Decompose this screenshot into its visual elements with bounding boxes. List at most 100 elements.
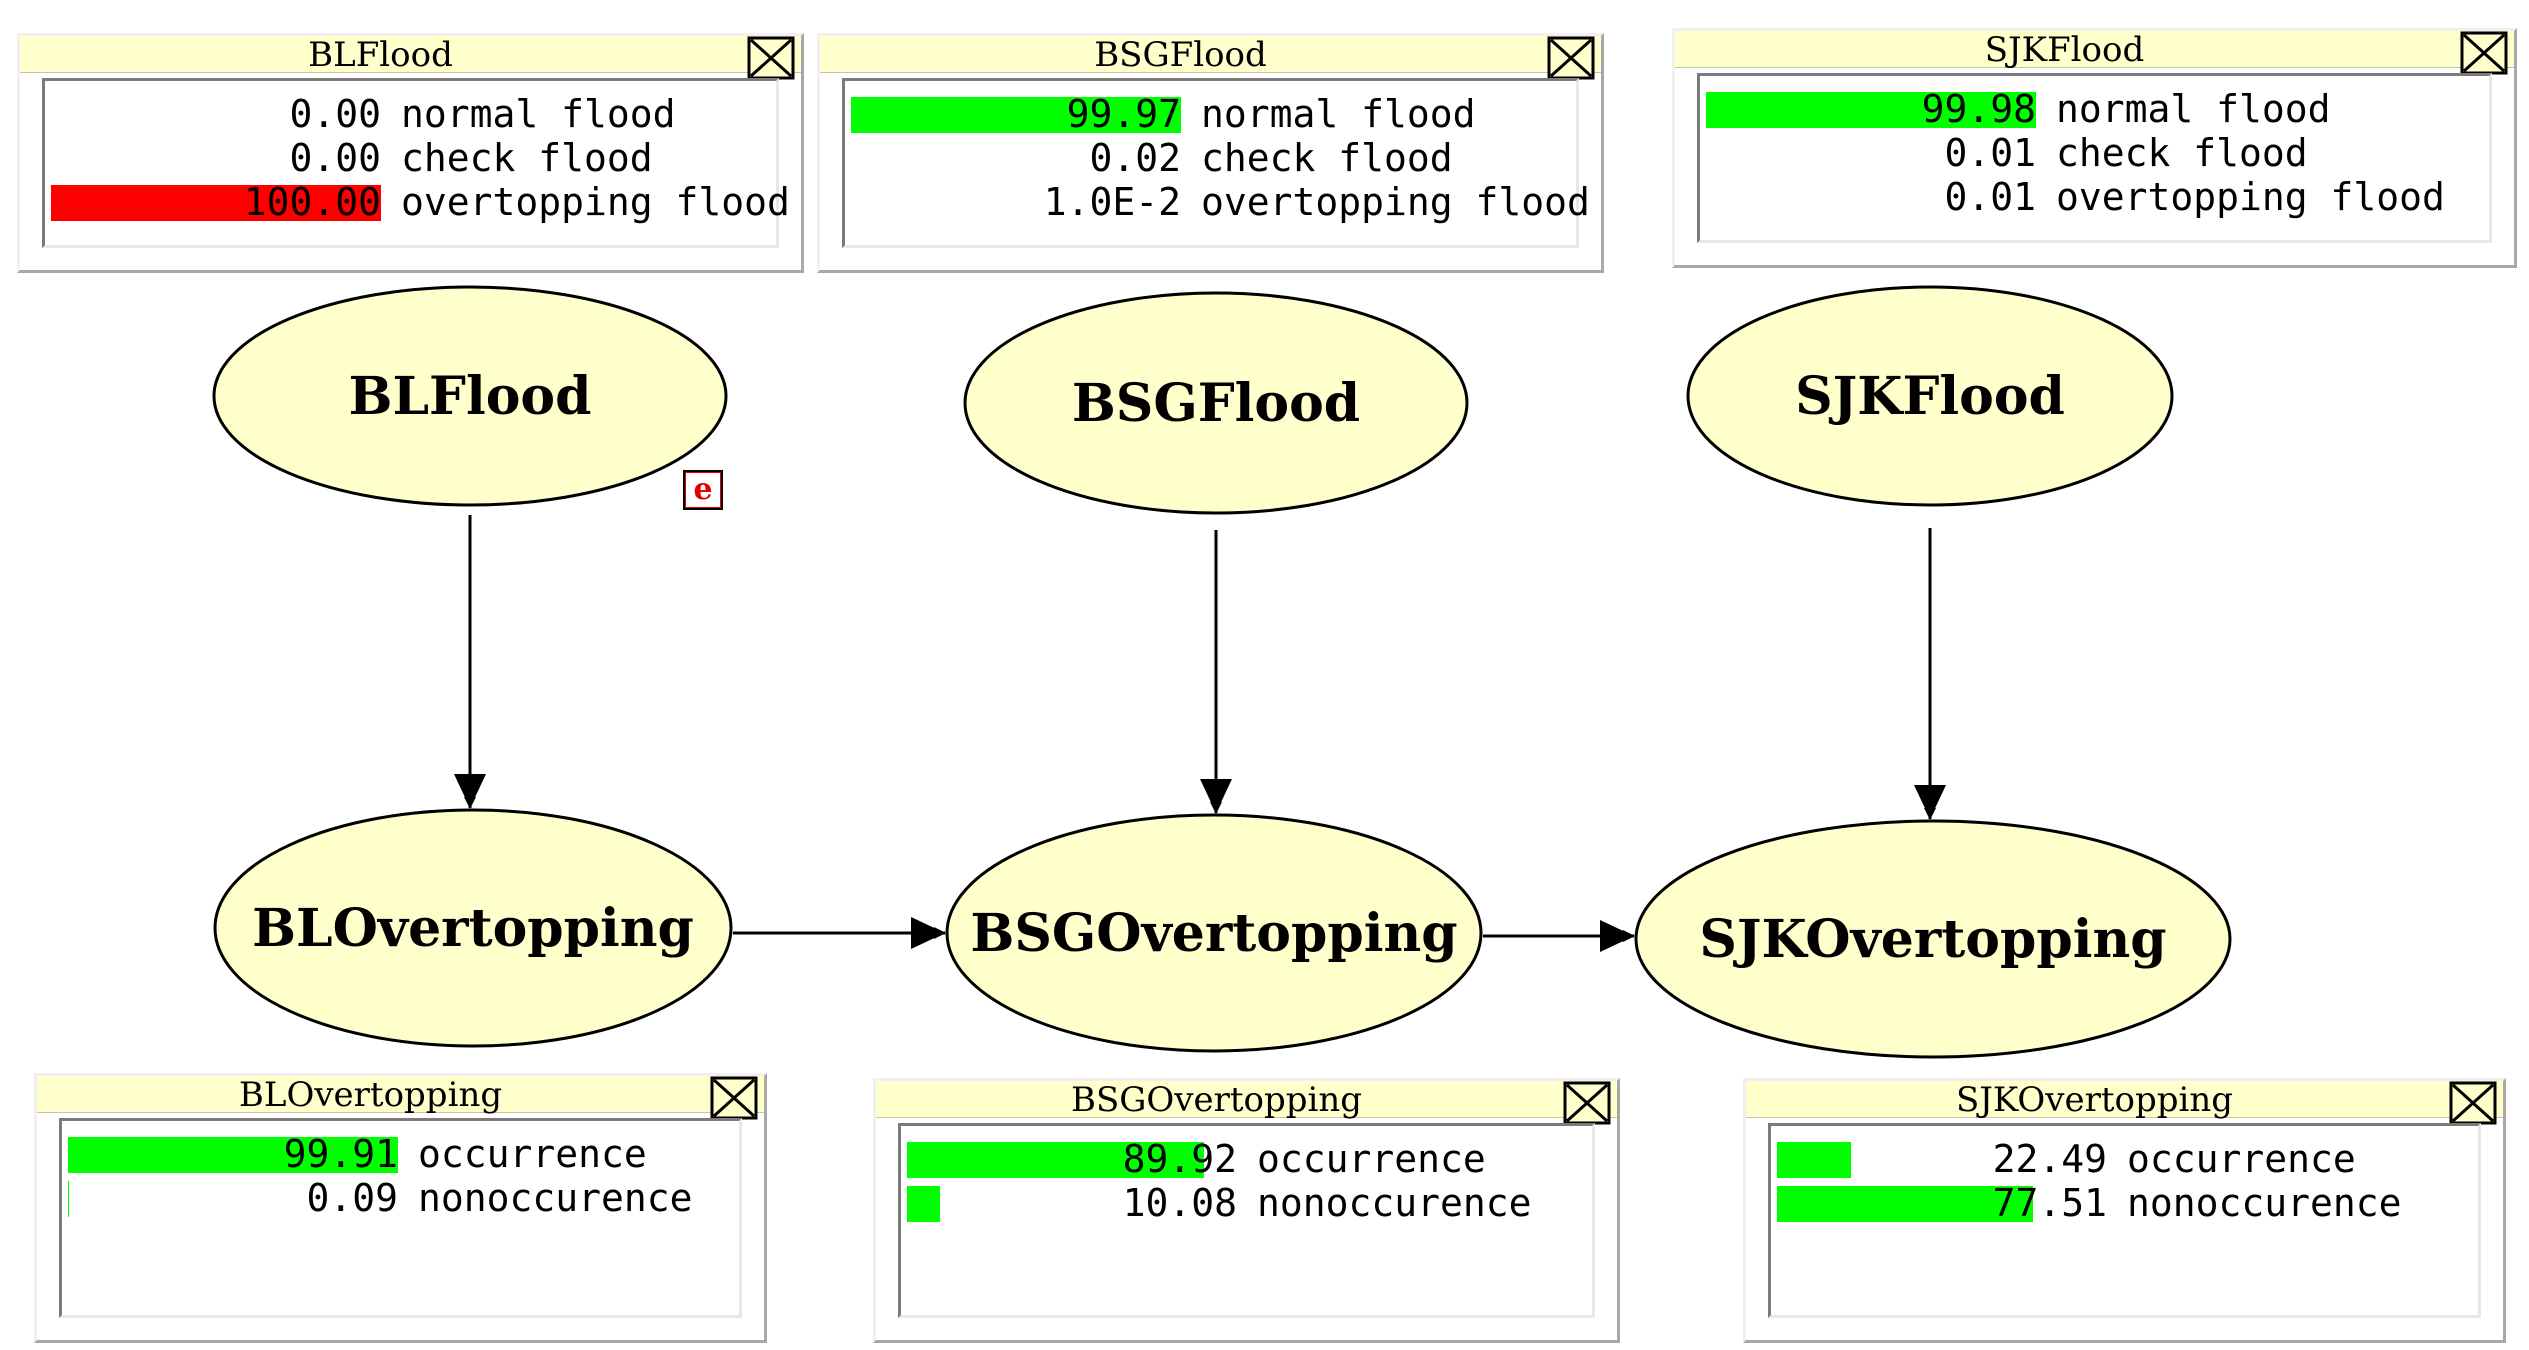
monitor-title: SJKFlood bbox=[1984, 30, 2145, 70]
arrowhead-bsgflood-to-bsgovertopping bbox=[1200, 779, 1232, 813]
belief-row-sjkovertopping: 22.49 occurrence bbox=[1777, 1138, 2470, 1180]
edges-layer bbox=[454, 515, 1946, 952]
belief-value: 99.98 bbox=[1921, 87, 2036, 131]
belief-row-blovertopping: 0.09 nonoccurence bbox=[68, 1177, 731, 1219]
close-icon[interactable] bbox=[2460, 31, 2508, 75]
monitor-body: 99.91 occurrence 0.09 nonoccurence bbox=[59, 1118, 742, 1318]
belief-value: 0.01 bbox=[1944, 175, 2036, 219]
monitor-window-sjkovertopping[interactable]: SJKOvertopping 22.49 occurrence 77.51 nonocc… bbox=[1743, 1078, 2506, 1343]
node-label-bsgovertopping: BSGOvertopping bbox=[970, 903, 1457, 964]
monitor-titlebar[interactable]: SJKFlood bbox=[1675, 30, 2514, 75]
belief-value: 0.01 bbox=[1944, 131, 2036, 175]
belief-bar bbox=[1777, 1186, 2033, 1222]
state-label: occurrence bbox=[2127, 1137, 2356, 1181]
belief-value: 99.97 bbox=[1066, 92, 1181, 136]
evidence-icon[interactable]: e bbox=[683, 470, 723, 510]
state-label: nonoccurence bbox=[418, 1176, 693, 1220]
node-label-blflood: BLFlood bbox=[349, 366, 592, 427]
state-label: overtopping flood bbox=[1201, 180, 1590, 224]
belief-row-sjkflood: 99.98 normal flood bbox=[1706, 88, 2481, 130]
belief-value: 0.02 bbox=[1089, 136, 1181, 180]
belief-value: 22.49 bbox=[1992, 1137, 2107, 1181]
monitor-window-blovertopping[interactable]: BLOvertopping 99.91 occurrence 0.09 nonoccur… bbox=[34, 1073, 767, 1343]
evidence-badge-label: e bbox=[685, 472, 721, 508]
node-ellipse-bsgovertopping[interactable] bbox=[945, 813, 1483, 1053]
node-label-sjkflood: SJKFlood bbox=[1795, 366, 2065, 427]
state-label: normal flood bbox=[401, 92, 676, 136]
state-label: nonoccurence bbox=[2127, 1181, 2402, 1225]
belief-value: 1.0E-2 bbox=[1043, 180, 1181, 224]
monitor-titlebar[interactable]: BSGOvertopping bbox=[876, 1080, 1617, 1125]
state-label: check flood bbox=[1201, 136, 1453, 180]
node-blflood[interactable]: BLFlood bbox=[212, 285, 728, 507]
belief-value: 10.08 bbox=[1122, 1181, 1237, 1225]
belief-value: 0.00 bbox=[289, 92, 381, 136]
belief-bar bbox=[68, 1137, 398, 1173]
node-blovertopping[interactable]: BLOvertopping bbox=[213, 808, 733, 1048]
state-label: nonoccurence bbox=[1257, 1181, 1532, 1225]
monitor-title: BLOvertopping bbox=[238, 1075, 503, 1115]
node-bsgovertopping[interactable]: BSGOvertopping bbox=[945, 813, 1483, 1053]
monitor-titlebar[interactable]: BSGFlood bbox=[820, 36, 1601, 80]
node-ellipse-blflood[interactable] bbox=[212, 285, 728, 507]
node-label-sjkovertopping: SJKOvertopping bbox=[1699, 909, 2166, 970]
state-label: overtopping flood bbox=[2056, 175, 2445, 219]
node-ellipse-bsgflood[interactable] bbox=[963, 291, 1469, 515]
belief-bar bbox=[907, 1142, 1204, 1178]
belief-bar bbox=[851, 97, 1181, 133]
close-icon[interactable] bbox=[2449, 1081, 2497, 1125]
node-sjkflood[interactable]: SJKFlood bbox=[1686, 285, 2174, 507]
node-ellipse-blovertopping[interactable] bbox=[213, 808, 733, 1048]
belief-row-bsgflood: 1.0E-2 overtopping flood bbox=[851, 180, 1590, 224]
monitor-window-bsgovertopping[interactable]: BSGOvertopping 89.92 occurrence 10.08 nonocc… bbox=[873, 1078, 1620, 1343]
belief-value: 89.92 bbox=[1122, 1137, 1237, 1181]
belief-row-bsgovertopping: 10.08 nonoccurence bbox=[907, 1182, 1584, 1224]
belief-bar bbox=[1777, 1142, 1852, 1178]
belief-row-sjkovertopping: 77.51 nonoccurence bbox=[1777, 1182, 2470, 1224]
monitor-title: BSGOvertopping bbox=[1070, 1080, 1363, 1120]
node-bsgflood[interactable]: BSGFlood bbox=[963, 291, 1469, 515]
monitor-titlebar[interactable]: SJKOvertopping bbox=[1746, 1080, 2503, 1125]
node-ellipse-sjkflood[interactable] bbox=[1686, 285, 2174, 507]
arrowhead-sjkflood-to-sjkovertopping bbox=[1914, 785, 1946, 819]
arrowhead-blflood-to-blovertopping bbox=[454, 774, 486, 808]
close-icon[interactable] bbox=[1563, 1081, 1611, 1125]
state-label: occurrence bbox=[1257, 1137, 1486, 1181]
monitor-titlebar[interactable]: BLFlood bbox=[20, 35, 801, 80]
state-label: check flood bbox=[401, 136, 653, 180]
monitor-title: BLFlood bbox=[308, 35, 453, 75]
belief-value: 99.91 bbox=[283, 1132, 398, 1176]
belief-row-bsgflood: 0.02 check flood bbox=[851, 137, 1568, 179]
state-label: overtopping flood bbox=[401, 180, 790, 224]
state-label: normal flood bbox=[2056, 87, 2331, 131]
node-ellipse-sjkovertopping[interactable] bbox=[1634, 819, 2232, 1059]
close-icon[interactable] bbox=[747, 36, 795, 80]
monitor-titlebar[interactable]: BLOvertopping bbox=[37, 1075, 764, 1120]
close-icon[interactable] bbox=[710, 1076, 758, 1120]
belief-value: 100.00 bbox=[243, 180, 381, 224]
belief-row-blflood: 0.00 normal flood bbox=[51, 93, 768, 135]
monitor-body: 89.92 occurrence 10.08 nonoccurence bbox=[898, 1123, 1595, 1318]
belief-value: 77.51 bbox=[1992, 1181, 2107, 1225]
close-icon[interactable] bbox=[1547, 36, 1595, 80]
belief-value: 0.09 bbox=[306, 1176, 398, 1220]
monitor-title: SJKOvertopping bbox=[1955, 1080, 2234, 1120]
state-label: occurrence bbox=[418, 1132, 647, 1176]
belief-row-blflood: 100.00 overtopping flood bbox=[51, 180, 790, 224]
belief-row-sjkflood: 0.01 overtopping flood bbox=[1706, 176, 2481, 218]
arrowhead-blovertopping-to-bsgovertopping bbox=[911, 917, 945, 949]
belief-row-bsgovertopping: 89.92 occurrence bbox=[907, 1138, 1584, 1180]
belief-bar bbox=[907, 1186, 941, 1222]
node-sjkovertopping[interactable]: SJKOvertopping bbox=[1634, 819, 2232, 1059]
